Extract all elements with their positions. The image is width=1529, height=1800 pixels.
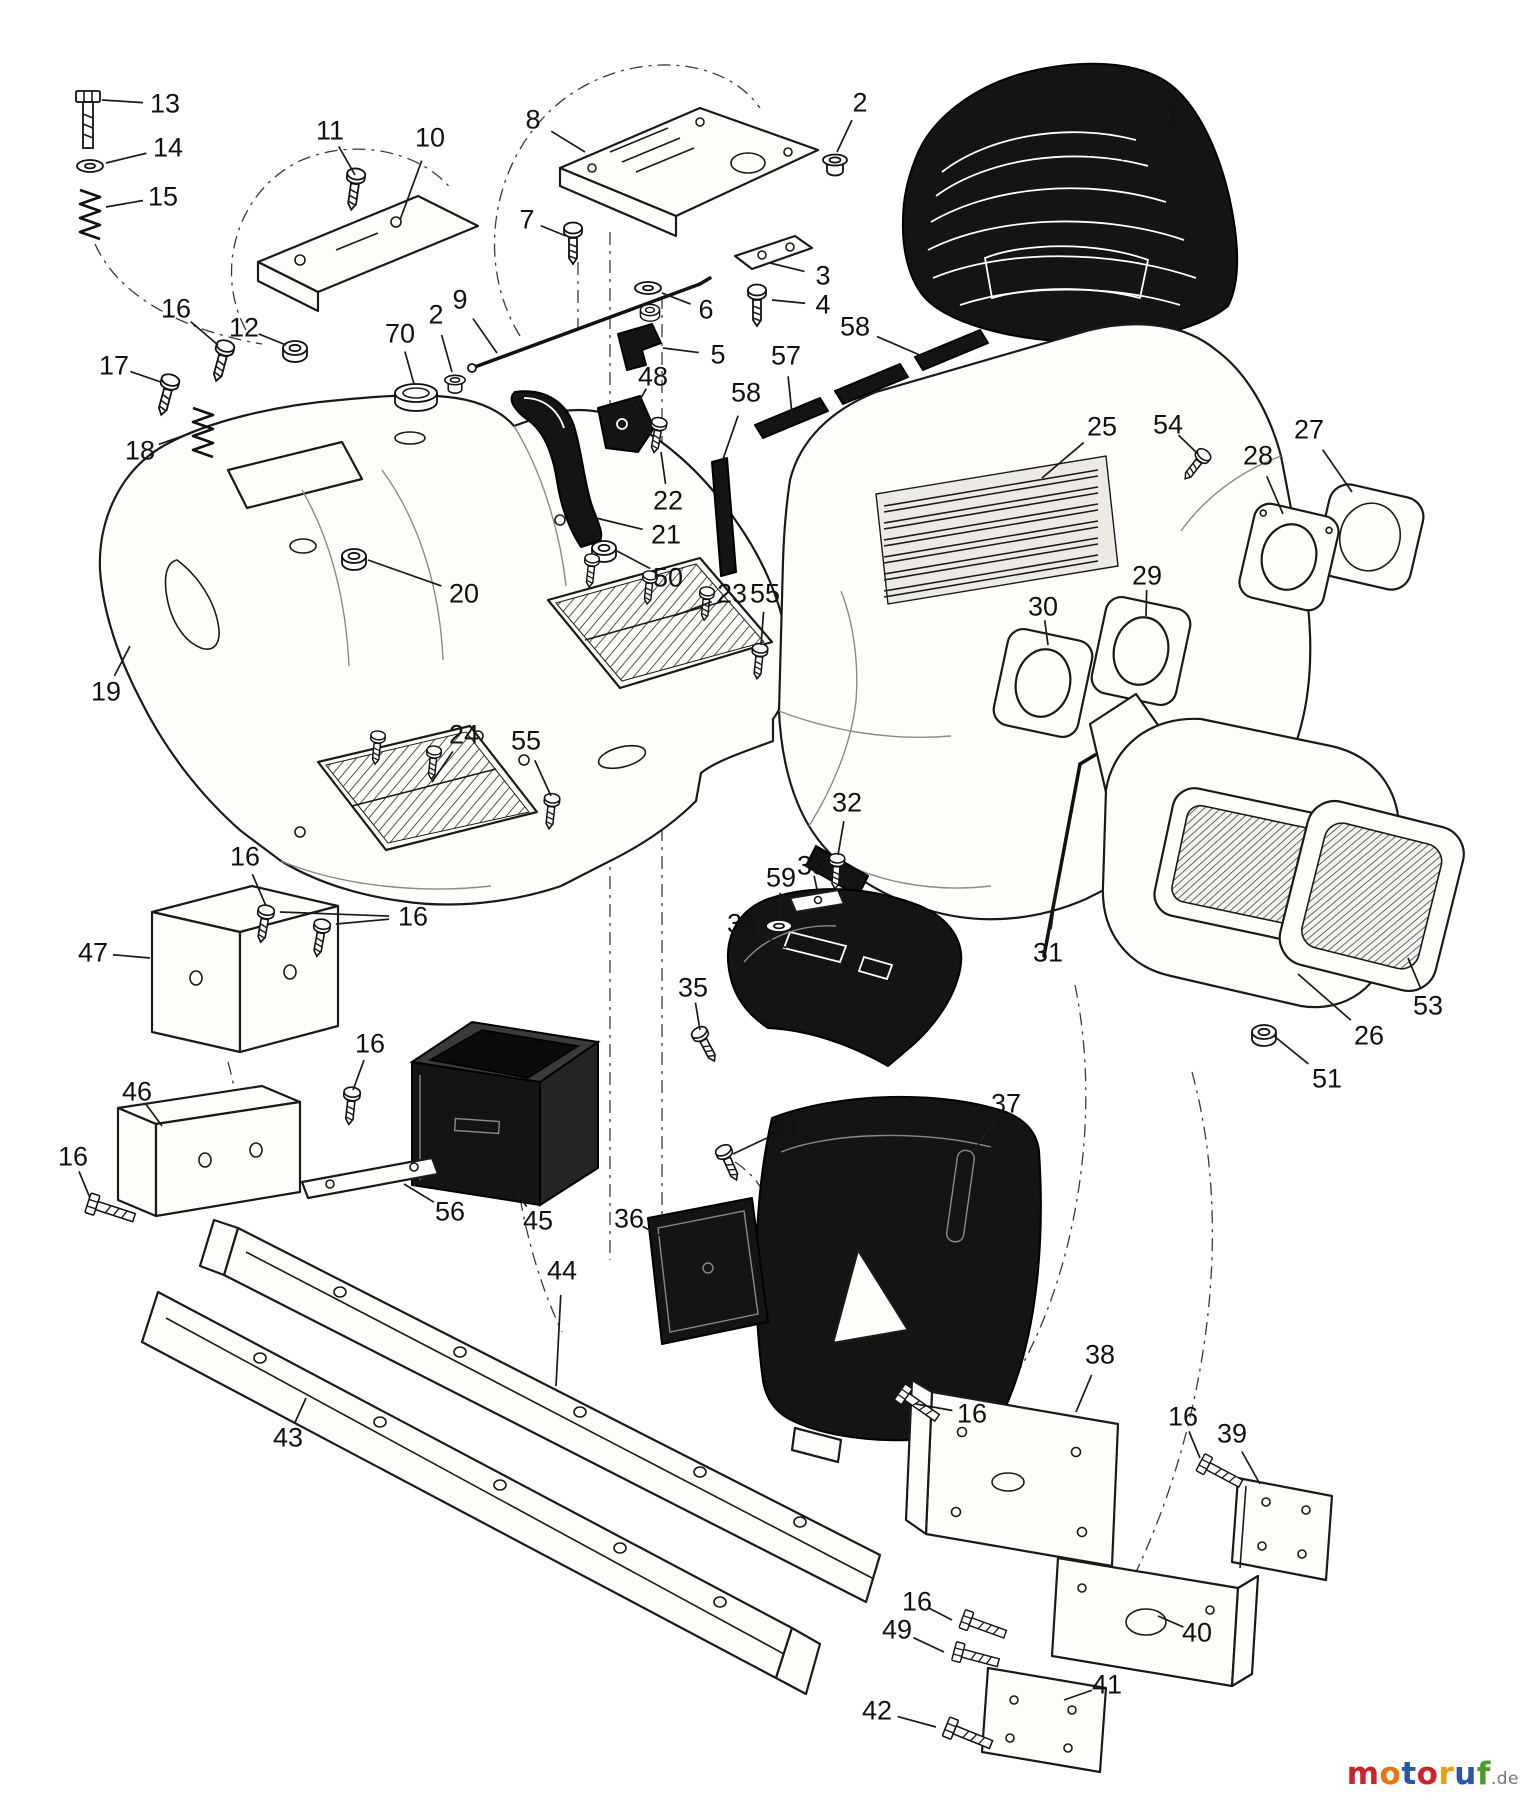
part-headlight-bezels [992, 483, 1425, 738]
callout-24: 24 [448, 719, 480, 750]
callout-51: 51 [1311, 1063, 1343, 1094]
part-mount-plate [256, 194, 480, 313]
callout-42: 42 [861, 1695, 893, 1726]
callout-58: 58 [839, 311, 871, 342]
callout-47: 47 [77, 937, 109, 968]
part-pivot-rod [1042, 753, 1097, 958]
callout-16: 16 [354, 1028, 386, 1059]
callout-16: 16 [956, 1398, 988, 1429]
part-side-panel [647, 1197, 769, 1345]
callout-45: 45 [522, 1205, 554, 1236]
callout-55: 55 [749, 578, 781, 609]
watermark-brand: motoruf [1346, 1756, 1491, 1792]
callout-26: 26 [1353, 1020, 1385, 1051]
callout-31: 31 [1032, 937, 1064, 968]
callout-56: 56 [434, 1196, 466, 1227]
watermark: motoruf.de [1347, 1756, 1519, 1792]
callout-15: 15 [147, 181, 179, 212]
callout-16: 16 [901, 1586, 933, 1617]
part-clip [617, 323, 662, 371]
part-seat-bracket [733, 234, 814, 271]
callout-48: 48 [637, 361, 669, 392]
callout-43: 43 [272, 1422, 304, 1453]
part-grille-screen [1278, 799, 1465, 992]
callout-5: 5 [710, 339, 726, 370]
callout-17: 17 [98, 350, 130, 381]
watermark-tld: .de [1490, 1769, 1519, 1789]
callout-31: 31 [770, 1113, 802, 1144]
part-dash-plate [788, 888, 846, 914]
callout-57: 57 [770, 340, 802, 371]
callout-13: 13 [149, 88, 181, 119]
callout-10: 10 [414, 122, 446, 153]
callout-30: 30 [1027, 591, 1059, 622]
callout-38: 38 [1084, 1339, 1116, 1370]
part-strap [300, 1156, 440, 1200]
callout-1: 1 [1164, 101, 1180, 132]
part-fuel-cap [394, 383, 438, 412]
callout-8: 8 [525, 104, 541, 135]
callout-23: 23 [716, 578, 748, 609]
callout-41: 41 [1091, 1669, 1123, 1700]
callout-35: 35 [677, 972, 709, 1003]
callout-27: 27 [1293, 414, 1325, 445]
callout-58: 58 [730, 377, 762, 408]
callout-16: 16 [397, 901, 429, 932]
callout-7: 7 [519, 204, 535, 235]
callout-12: 12 [228, 312, 260, 343]
callout-16: 16 [160, 293, 192, 324]
callout-19: 19 [90, 676, 122, 707]
callout-16: 16 [229, 841, 261, 872]
callout-55: 55 [510, 725, 542, 756]
callout-20: 20 [448, 578, 480, 609]
callout-44: 44 [546, 1255, 578, 1286]
callout-34: 34 [726, 908, 758, 939]
callout-2: 2 [428, 299, 444, 330]
callout-54: 54 [1152, 409, 1184, 440]
part-bracket-rear [150, 884, 340, 1054]
callout-3: 3 [815, 260, 831, 291]
part-seat-plate [558, 106, 820, 238]
callout-21: 21 [650, 519, 682, 550]
callout-50: 50 [652, 562, 684, 593]
callout-53: 53 [1412, 990, 1444, 1021]
callout-25: 25 [1086, 411, 1118, 442]
callout-2: 2 [852, 87, 868, 118]
part-battery-box [409, 1020, 601, 1207]
callout-59: 59 [765, 862, 797, 893]
callout-32: 32 [831, 787, 863, 818]
part-mount-plates [904, 1378, 1334, 1774]
part-latch-bracket [597, 395, 655, 453]
callout-33: 33 [796, 850, 828, 881]
callout-40: 40 [1181, 1617, 1213, 1648]
part-lift-rod [467, 276, 712, 373]
part-frame-rails [140, 1218, 882, 1696]
callout-36: 36 [613, 1203, 645, 1234]
callout-46: 46 [121, 1076, 153, 1107]
callout-18: 18 [124, 435, 156, 466]
callout-39: 39 [1216, 1418, 1248, 1449]
callout-22: 22 [652, 485, 684, 516]
callout-11: 11 [315, 115, 345, 146]
callout-9: 9 [452, 284, 468, 315]
callout-16: 16 [1167, 1401, 1199, 1432]
callout-37: 37 [990, 1088, 1022, 1119]
part-seat-bumpers [711, 329, 989, 577]
callout-29: 29 [1131, 560, 1163, 591]
callout-14: 14 [152, 132, 184, 163]
callout-49: 49 [881, 1614, 913, 1645]
callout-6: 6 [698, 294, 714, 325]
callout-70: 70 [384, 318, 416, 349]
part-dash-upper [726, 888, 963, 1067]
part-bracket-front [116, 1084, 302, 1218]
callout-4: 4 [815, 289, 831, 320]
callout-16: 16 [57, 1141, 89, 1172]
callout-28: 28 [1242, 440, 1274, 471]
